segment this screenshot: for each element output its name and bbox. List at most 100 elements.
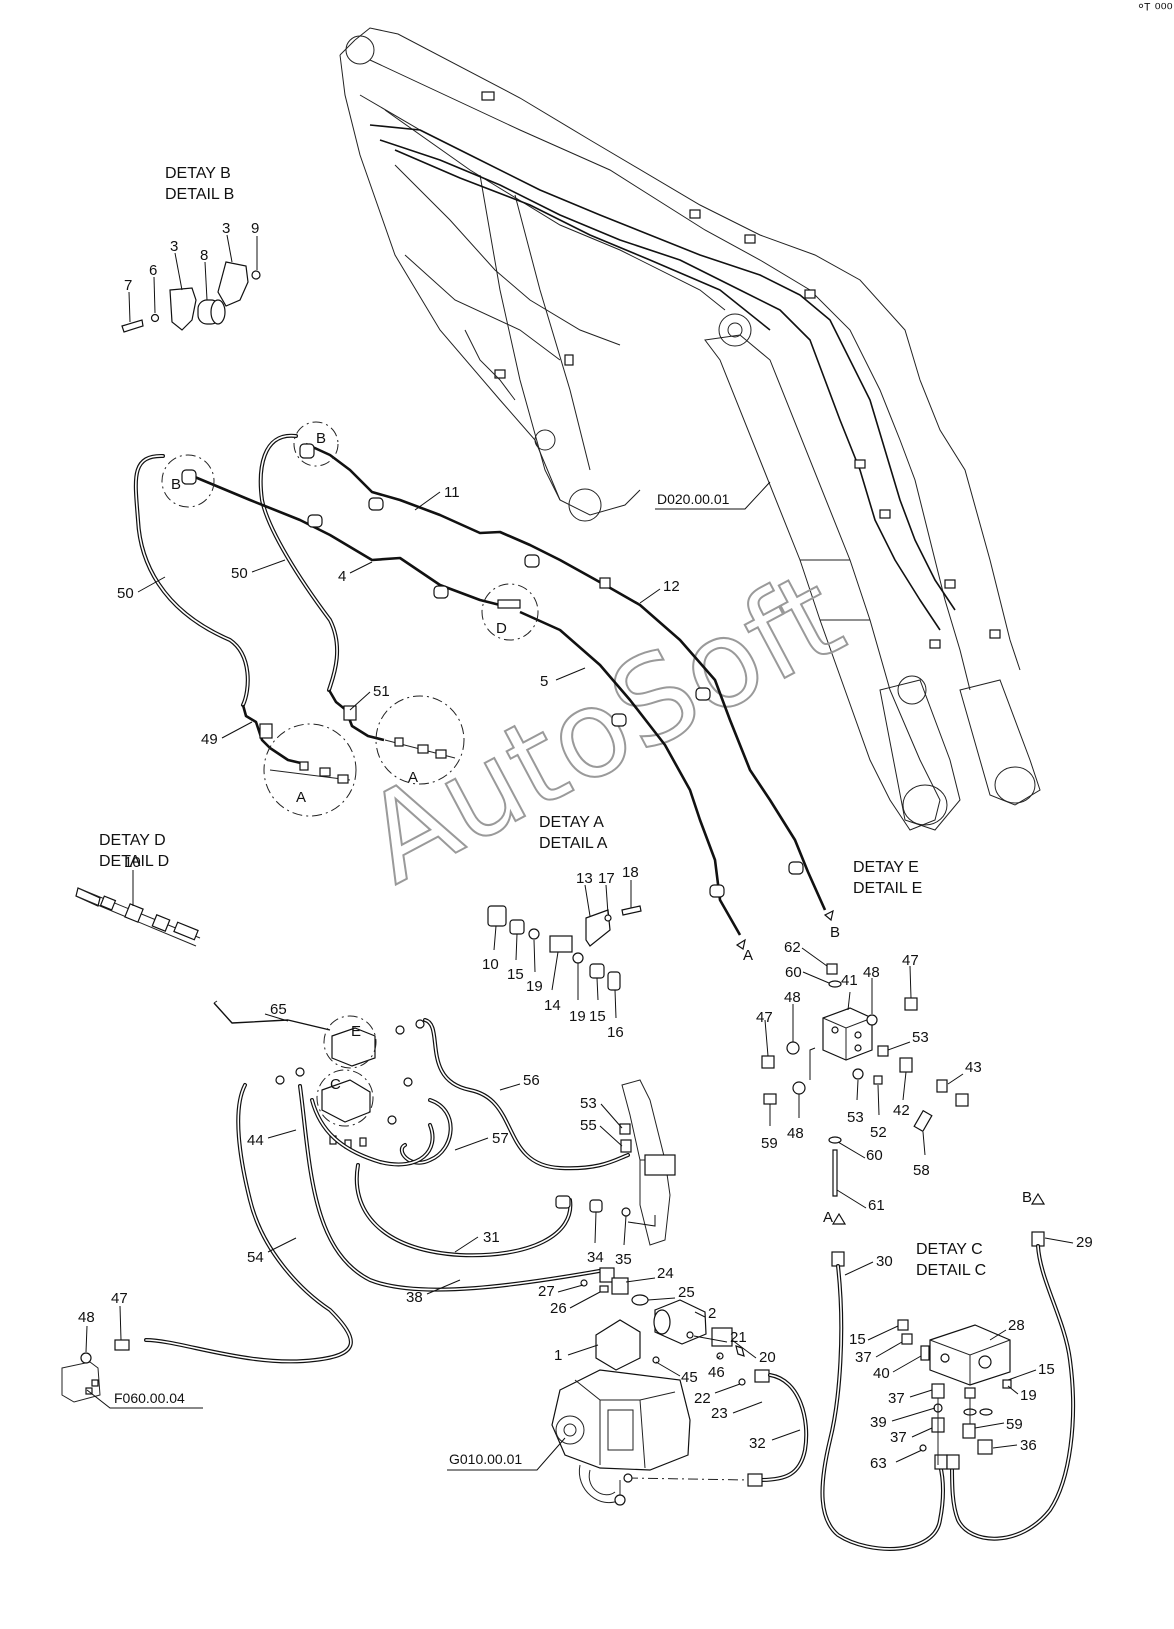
circle-label-a-2: A <box>408 769 418 786</box>
detail-d-title-line1: DETAY D <box>99 832 166 849</box>
part-label: 47 <box>902 952 919 969</box>
part-label: 4 <box>338 568 346 585</box>
part-label: 53 <box>847 1109 864 1126</box>
part-label: 22 <box>694 1390 711 1407</box>
part-label: 63 <box>870 1455 887 1472</box>
part-label: 13 <box>576 870 593 887</box>
circle-label-d: D <box>496 620 507 637</box>
detail-a-title-line2: DETAIL A <box>539 835 608 852</box>
detail-b-title-line1: DETAY B <box>165 165 231 182</box>
part-label: 37 <box>888 1390 905 1407</box>
part-label: 46 <box>708 1364 725 1381</box>
part-label: 62 <box>784 939 801 956</box>
part-label: 53 <box>580 1095 597 1112</box>
part-label: 59 <box>761 1135 778 1152</box>
part-label: 25 <box>678 1284 695 1301</box>
part-label: 29 <box>1076 1234 1093 1251</box>
circle-label-e: E <box>351 1023 361 1040</box>
part-label: 31 <box>483 1229 500 1246</box>
corner-mark: °ᵀ ⁰⁰⁰ <box>1138 1 1173 18</box>
part-label: 30 <box>876 1253 893 1270</box>
part-label: 49 <box>201 731 218 748</box>
ref-cylinder-text: F060.00.04 <box>114 1390 185 1406</box>
part-label: 37 <box>855 1349 872 1366</box>
part-label: 38 <box>406 1289 423 1306</box>
part-label: 15 <box>1038 1361 1055 1378</box>
part-label: 19 <box>569 1008 586 1025</box>
detail-b-parts <box>121 261 261 333</box>
detail-d-parts <box>75 887 201 947</box>
ref-boom-text: D020.00.01 <box>657 491 730 507</box>
part-label: 34 <box>587 1249 604 1266</box>
detail-c-title-line1: DETAY C <box>916 1241 983 1258</box>
ref-pump: G010.00.01 <box>447 1437 566 1471</box>
part-label: 8 <box>200 247 208 264</box>
detail-titles: DETAY B DETAIL B DETAY D DETAIL D DETAY … <box>99 165 986 1279</box>
ref-pump-text: G010.00.01 <box>449 1451 522 1467</box>
cylinder-f060: F060.00.04 <box>61 1339 203 1409</box>
part-label: 15 <box>589 1008 606 1025</box>
pipe-routing <box>133 433 827 936</box>
part-label: 10 <box>124 854 141 871</box>
part-label: 6 <box>149 262 157 279</box>
part-label: 48 <box>787 1125 804 1142</box>
part-label: 3 <box>170 238 178 255</box>
detail-e-title-line1: DETAY E <box>853 859 919 876</box>
circle-label-b-1: B <box>171 476 181 493</box>
part-label: 48 <box>78 1309 95 1326</box>
part-label: 9 <box>251 220 259 237</box>
boom-assembly <box>339 27 1041 831</box>
part-label: 16 <box>607 1024 624 1041</box>
part-label: 53 <box>912 1029 929 1046</box>
circle-label-a-1: A <box>296 789 306 806</box>
part-label: 45 <box>681 1369 698 1386</box>
part-label: 44 <box>247 1132 264 1149</box>
part-label: 14 <box>544 997 561 1014</box>
part-label: 26 <box>550 1300 567 1317</box>
part-label: 23 <box>711 1405 728 1422</box>
part-label: 27 <box>538 1283 555 1300</box>
detail-c-parts: A B <box>820 1189 1076 1551</box>
part-label: 48 <box>863 964 880 981</box>
detail-c-title-line2: DETAIL C <box>916 1262 986 1279</box>
part-label: 36 <box>1020 1437 1037 1454</box>
part-label: 35 <box>615 1251 632 1268</box>
part-label: 18 <box>622 864 639 881</box>
part-label: 17 <box>598 870 615 887</box>
circle-label-c: C <box>330 1076 341 1093</box>
part-label: 42 <box>893 1102 910 1119</box>
part-label: 10 <box>482 956 499 973</box>
part-label: 60 <box>785 964 802 981</box>
part-label: 48 <box>784 989 801 1006</box>
pipe-end-arrow-a: A <box>743 947 753 964</box>
detail-c-arrow-a: A <box>823 1209 833 1226</box>
part-label: 51 <box>373 683 390 700</box>
watermark: AutoSoft <box>342 545 864 912</box>
detail-b-title-line2: DETAIL B <box>165 186 234 203</box>
circle-label-b-2: B <box>316 430 326 447</box>
part-label: 7 <box>124 277 132 294</box>
part-label: 28 <box>1008 1317 1025 1334</box>
part-label: 15 <box>849 1331 866 1348</box>
part-label: 55 <box>580 1117 597 1134</box>
pump-area <box>144 1000 809 1506</box>
part-label: 21 <box>730 1329 747 1346</box>
watermark-text: AutoSoft <box>343 546 863 911</box>
detail-c-arrow-b: B <box>1022 1189 1032 1206</box>
part-label: 54 <box>247 1249 264 1266</box>
part-label: 57 <box>492 1130 509 1147</box>
part-label: 19 <box>526 978 543 995</box>
part-label: 39 <box>870 1414 887 1431</box>
part-label: 56 <box>523 1072 540 1089</box>
part-label: 19 <box>1020 1387 1037 1404</box>
part-label: 59 <box>1006 1416 1023 1433</box>
pipe-end-arrows: A B <box>735 909 840 964</box>
part-label: 52 <box>870 1124 887 1141</box>
detail-e-parts <box>761 963 969 1197</box>
part-label: 65 <box>270 1001 287 1018</box>
part-label: 47 <box>111 1290 128 1307</box>
pipe-end-arrow-b: B <box>830 924 840 941</box>
part-label: 50 <box>117 585 134 602</box>
part-label: 12 <box>663 578 680 595</box>
